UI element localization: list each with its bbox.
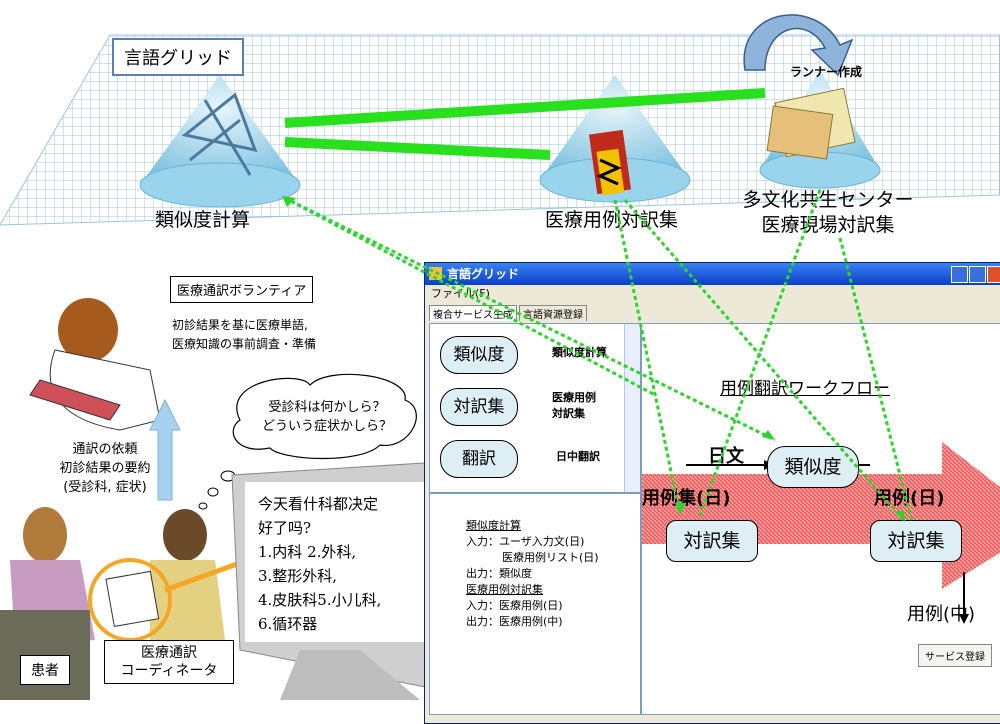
- service-label-corpus: 医療用例 対訳集: [552, 390, 596, 422]
- similarity-label: 類似度計算: [155, 209, 251, 231]
- monitor-line5: 4.皮肤科5.小儿科,: [258, 591, 382, 609]
- info-input-similarity-2: 医療用例リスト(日): [502, 551, 599, 564]
- thought-line1: 受診科は何かしら？: [268, 400, 386, 415]
- service-list: 類似度 類似度計算 対訳集 医療用例 対訳集 翻訳 日中翻訳: [429, 323, 641, 493]
- grid-title: 言語グリッド: [112, 38, 244, 76]
- center-corpus-label: 多文化共生センター 医療現場対訳集: [728, 188, 928, 238]
- service-list-scrollbar[interactable]: [624, 324, 640, 492]
- app-icon: [429, 267, 442, 280]
- workflow-canvas: 用例翻訳ワークフロー 日文 類似度 用例集(日) 用例(日) 対訳集 対訳集 用…: [641, 323, 1000, 715]
- request-line3: (受診科, 症状): [63, 480, 147, 495]
- coordinator-line2: コーディネータ: [120, 663, 218, 679]
- link-similarity-center: [284, 88, 766, 128]
- register-service-button[interactable]: サービス登録: [918, 644, 992, 667]
- workflow-output-label: 用例(中): [907, 604, 976, 625]
- close-button[interactable]: [987, 266, 1000, 283]
- service-label-similarity: 類似度計算: [552, 346, 607, 359]
- tab-resource-registration[interactable]: 言語資源登録: [519, 305, 587, 321]
- maximize-button[interactable]: [969, 266, 986, 283]
- workflow-node-similarity[interactable]: 類似度: [767, 446, 859, 488]
- workflow-node-corpus-left[interactable]: 対訳集: [666, 520, 758, 562]
- coordinator-label: 医療通訳 コーディネータ: [104, 640, 234, 684]
- request-line1: 通訳の依頼: [72, 442, 138, 457]
- menu-bar: ファイル(F): [425, 285, 1000, 303]
- medical-corpus-label: 医療用例対訳集: [545, 209, 679, 231]
- monitor-text: 今天看什科都决定 好了吗? 1.内科 2.外科, 3.整形外科, 4.皮肤科5.…: [258, 492, 381, 636]
- info-heading-similarity: 類似度計算: [466, 519, 521, 532]
- app-window: 言語グリッド ファイル(F) 複合サービス生成言語資源登録 類似度 類似度計算 …: [424, 262, 1000, 724]
- monitor-line1: 今天看什科都决定: [258, 495, 379, 513]
- cone-medical-corpus: [539, 75, 691, 203]
- tab-composite-service[interactable]: 複合サービス生成: [429, 305, 517, 321]
- monitor-line6: 6.循环器: [258, 615, 318, 633]
- coordinator-figure: [150, 509, 225, 640]
- info-output-similarity: 出力：類似度: [466, 567, 532, 580]
- volunteer-figure: [29, 298, 161, 431]
- volunteer-title: 医療通訳ボランティア: [170, 276, 314, 303]
- service-corpus-line1: 医療用例: [552, 391, 596, 404]
- workflow-node-corpus-right[interactable]: 対訳集: [870, 520, 962, 562]
- monitor-line4: 3.整形外科,: [258, 567, 338, 585]
- service-info-text: 類似度計算 入力：ユーザ入力文(日) 医療用例リスト(日) 出力：類似度 医療用…: [466, 518, 599, 630]
- diagram-canvas: [0, 14, 1000, 700]
- monitor-line2: 好了吗?: [258, 519, 312, 537]
- request-arrow: [149, 398, 181, 501]
- service-corpus-line2: 対訳集: [552, 407, 585, 420]
- service-node-corpus[interactable]: 対訳集: [440, 388, 518, 426]
- tab-strip: 複合サービス生成言語資源登録: [429, 305, 589, 321]
- volunteer-notes: 初診結果を基に医療単語, 医療知識の事前調査・準備: [172, 316, 316, 354]
- thought-text: 受診科は何かしら？ どういう症状かしら？: [252, 398, 402, 436]
- service-node-similarity[interactable]: 類似度: [440, 336, 518, 374]
- workflow-title: 用例翻訳ワークフロー: [720, 379, 890, 399]
- volunteer-line2: 医療知識の事前調査・準備: [172, 337, 317, 351]
- monitor-line3: 1.内科 2.外科,: [258, 543, 357, 561]
- request-line2: 初診結果の要約: [59, 461, 151, 476]
- menu-file[interactable]: ファイル(F): [431, 287, 490, 300]
- center-label-line2: 医療現場対訳集: [761, 214, 895, 236]
- cone-center-corpus: [759, 70, 881, 189]
- info-input-corpus: 入力：医療用例(日): [466, 599, 563, 612]
- service-node-translation[interactable]: 翻訳: [440, 440, 518, 478]
- thought-line2: どういう症状かしら？: [261, 419, 392, 434]
- window-title: 言語グリッド: [447, 267, 520, 281]
- center-label-line1: 多文化共生センター: [742, 189, 914, 211]
- minimize-button[interactable]: [951, 266, 968, 283]
- runner-label: ランナー作成: [790, 65, 863, 79]
- service-info-pane: 類似度計算 入力：ユーザ入力文(日) 医療用例リスト(日) 出力：類似度 医療用…: [429, 493, 641, 715]
- link-similarity-medical: [284, 137, 551, 160]
- cone-similarity: [139, 75, 301, 208]
- service-label-translation: 日中翻訳: [556, 450, 600, 463]
- request-text: 通訳の依頼 初診結果の要約 (受診科, 症状): [40, 440, 170, 497]
- patient-label: 患者: [20, 655, 70, 685]
- workflow-right-label: 用例(日): [874, 488, 945, 509]
- coordinator-line1: 医療通訳: [141, 645, 197, 661]
- info-heading-corpus: 医療用例対訳集: [466, 583, 543, 596]
- workflow-left-label: 用例集(日): [642, 488, 731, 509]
- info-output-corpus: 出力：医療用例(中): [466, 615, 563, 628]
- monitor: [231, 461, 441, 700]
- runner-arc-icon: [743, 14, 854, 77]
- workflow-input-label: 日文: [708, 446, 744, 467]
- volunteer-line1: 初診結果を基に医療単語,: [172, 318, 308, 332]
- info-input-similarity: 入力：ユーザ入力文(日): [466, 535, 585, 548]
- window-titlebar: 言語グリッド: [425, 263, 1000, 285]
